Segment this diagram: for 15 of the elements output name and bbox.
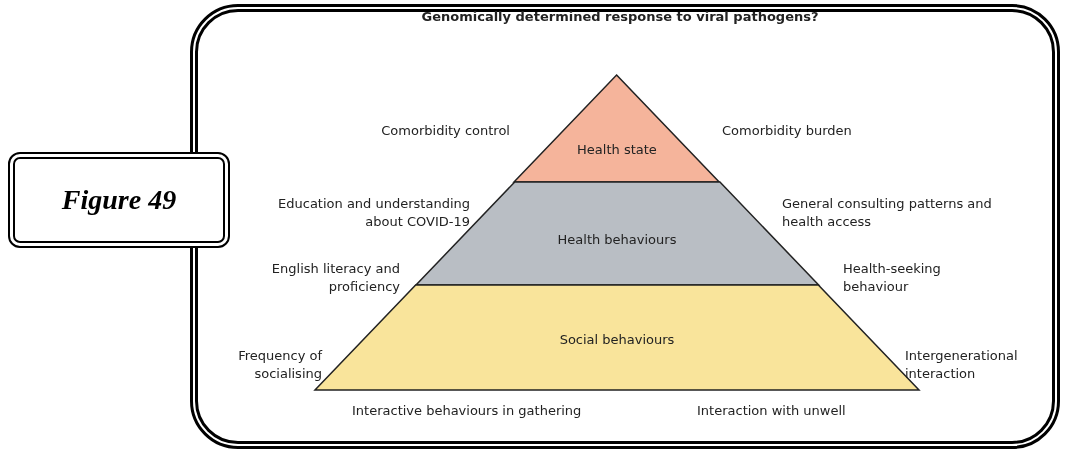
- side-label: Frequency of socialising: [237, 347, 322, 383]
- diagram-title: Genomically determined response to viral pathogens?: [420, 8, 820, 26]
- side-label: Health-seeking behaviour: [843, 260, 942, 296]
- side-label: Interactive behaviours in gathering: [352, 402, 583, 420]
- side-label: Comorbidity burden: [722, 122, 853, 140]
- side-label: General consulting patterns and health access: [782, 195, 992, 231]
- figure-label-box: Figure 49: [8, 152, 230, 248]
- side-label: Comorbidity control: [380, 122, 510, 140]
- side-label: Education and understanding about COVID-19: [277, 195, 470, 231]
- tier-label: Health state: [576, 141, 658, 159]
- side-label: Interaction with unwell: [697, 402, 847, 420]
- side-label: English literacy and proficiency: [270, 260, 400, 296]
- side-label: Intergenerational interaction: [905, 347, 1019, 383]
- tier-label: Social behaviours: [558, 331, 676, 349]
- tier-label: Health behaviours: [556, 231, 678, 249]
